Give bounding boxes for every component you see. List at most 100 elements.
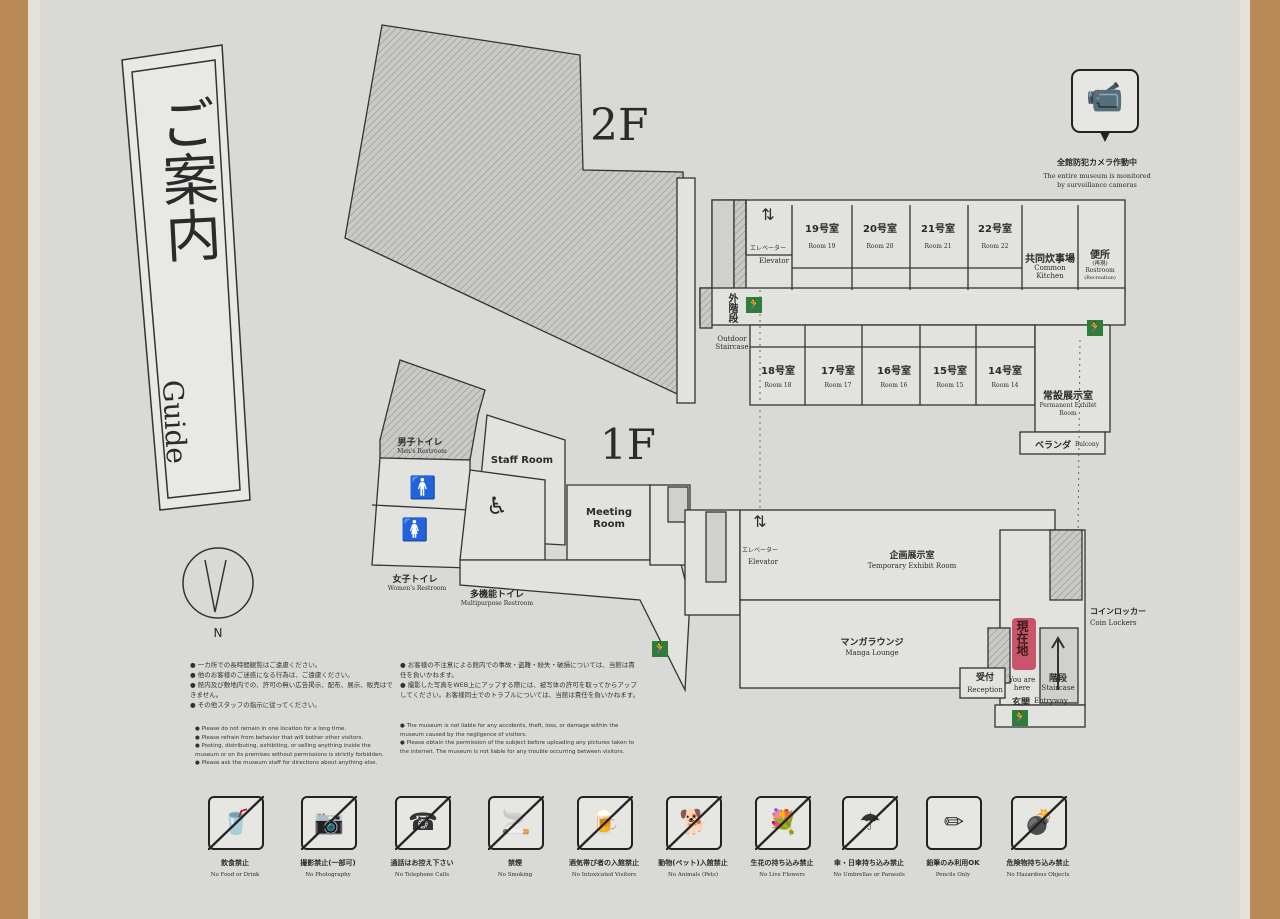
note-item: Please obtain the permission of the subj… xyxy=(400,739,640,756)
temporary-exhibit-jp: 企画展示室 xyxy=(889,551,935,561)
restroom-jp: 便所 xyxy=(1090,250,1110,261)
you-are-here-en-1: You are xyxy=(1008,676,1036,684)
note-item: Posting, distributing, exhibiting, or se… xyxy=(195,742,395,759)
title-jp: ご案内 xyxy=(148,93,223,265)
restroom-en: Restroom xyxy=(1085,267,1115,274)
room-label-en: Room 20 xyxy=(866,243,894,250)
note-item: 館内及び敷地内での、許可の無い広告掲示、配布、展示、販売はできません。 xyxy=(190,680,395,700)
rule-label-en: No Intoxicated Visitors xyxy=(571,872,637,878)
emergency-exit-icon: 🏃 xyxy=(652,641,668,657)
note-item: 他のお客様のご迷惑になる行為は、ご遠慮ください。 xyxy=(190,670,395,680)
outdoor-staircase-jp: 外階段 xyxy=(726,293,737,323)
emergency-exit-icon: 🏃 xyxy=(1012,710,1028,726)
f1-elevator-en: Elevator xyxy=(748,558,778,566)
rule-label-jp: 飲食禁止 xyxy=(221,859,249,867)
womens-restroom-en: Women's Restroom xyxy=(387,585,447,592)
floor-1-label: 1F xyxy=(600,420,656,469)
rule-label-jp: 酒気帯び者の入館禁止 xyxy=(569,859,639,867)
notes-en-right: The museum is not liable for any acciden… xyxy=(400,722,640,756)
notes-jp-right: お客様の不注意による館内での事故・盗難・紛失・破損については、当館は責任を負いか… xyxy=(400,660,640,700)
room-label-en: Room 19 xyxy=(808,243,836,250)
compass-label: N xyxy=(213,626,223,640)
kitchen-jp: 共同炊事場 xyxy=(1025,254,1075,265)
room-label-en: Room 18 xyxy=(764,382,792,389)
emergency-exit-icon: 🏃 xyxy=(1087,320,1103,336)
room-label-jp: 19号室 xyxy=(805,224,839,235)
womens-restroom-jp: 女子トイレ xyxy=(392,575,438,585)
rule-label-en: No Hazardous Objects xyxy=(1006,872,1070,878)
rule-glyph: 📷 xyxy=(314,808,344,836)
room-label-en: Room 21 xyxy=(924,243,952,250)
restroom-sub: (再現) xyxy=(1092,261,1108,267)
camera-notice-en-1: The entire museum is monitored xyxy=(1043,172,1151,180)
no-phone-icon: ☎ xyxy=(395,796,451,850)
room-label-jp: 18号室 xyxy=(761,366,795,377)
room-label-en: Room 14 xyxy=(991,382,1019,389)
reception-en: Reception xyxy=(967,686,1003,694)
note-item: Please ask the museum staff for directio… xyxy=(195,759,395,768)
rule-glyph: 💣 xyxy=(1024,808,1054,836)
note-item: Please do not remain in one location for… xyxy=(195,725,395,734)
no-alcohol-icon: 🍺 xyxy=(577,796,633,850)
rule-glyph: ☎ xyxy=(408,808,438,836)
rule-label-jp: 動物(ペット)入館禁止 xyxy=(658,859,728,867)
compass xyxy=(182,547,254,619)
outdoor-staircase-en-1: Outdoor xyxy=(717,335,747,343)
meeting-room-label-1: Meeting xyxy=(585,507,633,518)
permanent-exhibit-en-2: Room xyxy=(1059,410,1077,417)
manga-lounge-en: Manga Lounge xyxy=(845,649,899,657)
temporary-exhibit-en: Temporary Exhibit Room xyxy=(867,562,957,570)
balcony-en: Balcony xyxy=(1075,441,1100,448)
room-label-en: Room 16 xyxy=(880,382,908,389)
woman-icon: 🚺 xyxy=(401,518,429,543)
rule-label-jp: 撮影禁止(一部可) xyxy=(300,859,356,867)
permanent-exhibit-jp: 常設展示室 xyxy=(1043,391,1093,402)
camera-notice-jp: 全館防犯カメラ作動中 xyxy=(1057,158,1137,167)
elevator-icon: ⇅ xyxy=(753,512,767,531)
rule-label-jp: 鉛筆のみ利用OK xyxy=(926,859,980,867)
wheelchair-icon: ♿ xyxy=(486,492,508,520)
security-camera-icon: 📹 xyxy=(1086,80,1124,115)
room-label-jp: 21号室 xyxy=(921,224,955,235)
rule-label-jp: 危険物持ち込み禁止 xyxy=(1006,859,1070,867)
room-label-jp: 20号室 xyxy=(863,224,897,235)
f2-elevator-en: Elevator xyxy=(759,257,789,265)
rule-label-jp: 傘・日傘持ち込み禁止 xyxy=(834,859,904,867)
entryway-jp: 玄関 xyxy=(1012,698,1031,708)
room-label-jp: 14号室 xyxy=(988,366,1022,377)
rule-glyph: 🥤 xyxy=(221,808,251,836)
outdoor-staircase-en-2: Staircase xyxy=(715,343,749,351)
room-label-jp: 17号室 xyxy=(821,366,855,377)
room-label-en: Room 15 xyxy=(936,382,964,389)
rule-label-en: No Animals (Pets) xyxy=(667,872,719,878)
room-label-jp: 22号室 xyxy=(978,224,1012,235)
no-smoking-icon: 🚬 xyxy=(488,796,544,850)
permanent-exhibit-en-1: Permanent Exhibit xyxy=(1039,402,1097,409)
manga-lounge-jp: マンガラウンジ xyxy=(840,638,904,648)
note-item: お客様の不注意による館内での事故・盗難・紛失・破損については、当館は責任を負いか… xyxy=(400,660,640,680)
coin-lockers-en: Coin Lockers xyxy=(1090,619,1137,627)
restroom-en-sub: (Recreation) xyxy=(1084,275,1116,281)
rule-label-en: No Food or Drink xyxy=(210,872,260,878)
room-label-jp: 16号室 xyxy=(877,366,911,377)
room-label-en: Room 17 xyxy=(824,382,852,389)
staircase-en: Staircase xyxy=(1041,684,1075,692)
rule-label-en: No Smoking xyxy=(497,872,533,878)
you-are-here-jp: 現在地 xyxy=(1015,620,1029,656)
rule-glyph: 🍺 xyxy=(590,808,620,836)
rule-label-jp: 通話はお控え下さい xyxy=(390,859,454,867)
kitchen-en-2: Kitchen xyxy=(1036,272,1064,280)
you-are-here-marker xyxy=(1012,618,1036,670)
multipurpose-restroom-en: Multipurpose Restroom xyxy=(460,600,534,607)
you-are-here-en-2: here xyxy=(1013,684,1031,692)
f2-elevator-jp: エレベーター xyxy=(749,245,787,252)
title-banner xyxy=(121,44,251,511)
f1-elevator-jp: エレベーター xyxy=(741,547,779,554)
rule-label-en: No Umbrellas or Parasols xyxy=(833,872,905,878)
no-photography-icon: 📷 xyxy=(301,796,357,850)
rule-glyph: 🚬 xyxy=(501,808,531,836)
coin-lockers-jp: コインロッカー xyxy=(1090,607,1146,616)
staircase-jp: 階段 xyxy=(1048,674,1068,684)
rule-glyph: ✏ xyxy=(943,808,965,836)
